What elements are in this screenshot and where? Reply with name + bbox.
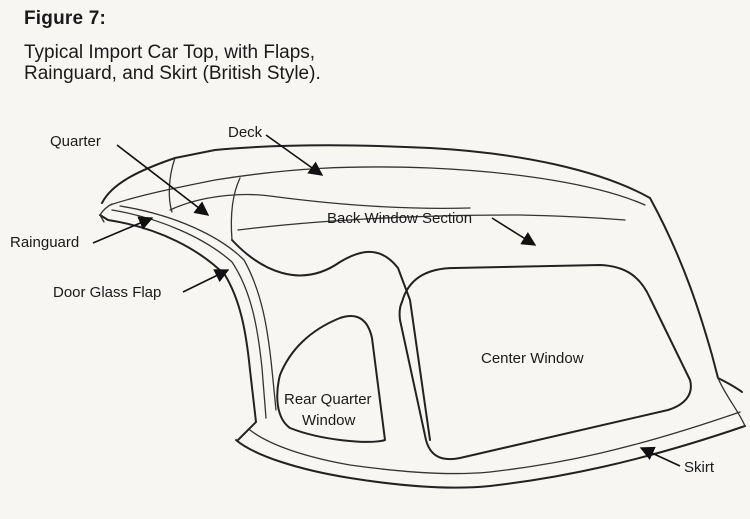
- label-door-glass-flap: Door Glass Flap: [53, 284, 161, 301]
- rear-quarter-window: [276, 315, 386, 443]
- deck-curve: [169, 193, 471, 211]
- label-rainguard: Rainguard: [10, 234, 79, 251]
- skirt-outline: [235, 425, 746, 489]
- figure-subtitle: Typical Import Car Top, with Flaps, Rain…: [24, 42, 321, 84]
- roof-front-edge: [109, 166, 646, 206]
- roof-outline: [101, 144, 743, 393]
- arrow-door-glass-flap: [182, 269, 230, 293]
- figure-caption: Figure 7: Typical Import Car Top, with F…: [24, 8, 321, 84]
- skirt-right-edge: [717, 377, 746, 427]
- label-quarter: Quarter: [50, 133, 101, 150]
- arrow-quarter: [116, 144, 210, 216]
- label-rear-quarter-window-line-1: Rear Quarter: [284, 391, 372, 408]
- arrow-skirt: [639, 446, 681, 467]
- back-window-seam: [237, 214, 626, 231]
- figure-title: Figure 7:: [24, 8, 107, 29]
- arrow-rainguard: [92, 216, 154, 244]
- side-panel-inner-1: [111, 209, 267, 419]
- quarter-seam-2: [230, 177, 241, 241]
- side-panel-outer: [99, 214, 257, 441]
- rainguard-strip: [99, 203, 113, 223]
- figure-subtitle-line-2: Rainguard, and Skirt (British Style).: [24, 63, 321, 84]
- car-top-drawing-icon: [99, 144, 746, 489]
- label-skirt: Skirt: [684, 459, 715, 476]
- skirt-inner-line: [249, 411, 741, 475]
- center-window: [398, 264, 692, 460]
- arrow-deck: [265, 134, 324, 176]
- rear-quarter-panel: [231, 239, 431, 441]
- label-rear-quarter-window-line-2: Window: [302, 412, 356, 429]
- label-center-window: Center Window: [481, 350, 584, 367]
- label-deck: Deck: [228, 124, 263, 141]
- figure-subtitle-line-1: Typical Import Car Top, with Flaps,: [24, 42, 316, 63]
- quarter-seam-1: [168, 157, 176, 213]
- side-panel-inner-2: [119, 205, 277, 411]
- label-back-window-section: Back Window Section: [327, 210, 472, 227]
- arrow-back-window-section: [491, 217, 537, 246]
